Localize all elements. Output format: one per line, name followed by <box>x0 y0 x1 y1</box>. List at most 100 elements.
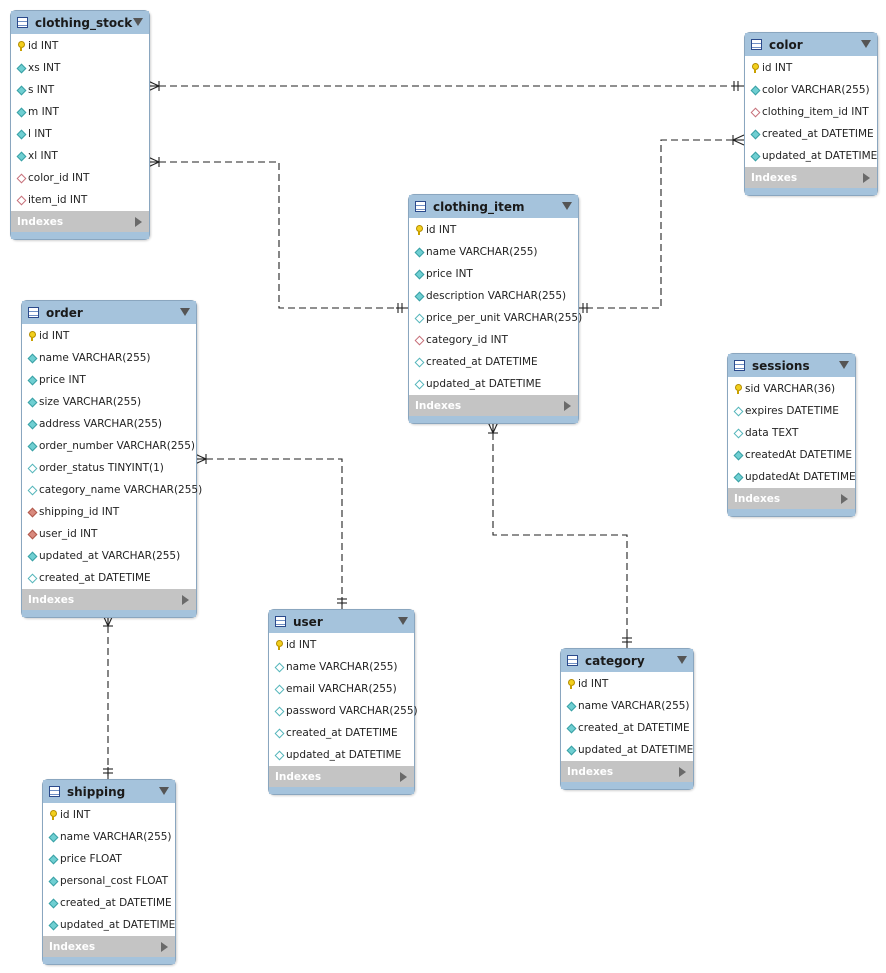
column-row[interactable]: id INT <box>269 634 414 656</box>
column-row[interactable]: created_at DATETIME <box>745 123 877 145</box>
column-row[interactable]: personal_cost FLOAT <box>43 870 175 892</box>
column-row[interactable]: s INT <box>11 79 149 101</box>
column-row[interactable]: created_at DATETIME <box>22 567 196 589</box>
table-header[interactable]: order <box>22 301 196 324</box>
column-row[interactable]: createdAt DATETIME <box>728 444 855 466</box>
column-row[interactable]: xl INT <box>11 145 149 167</box>
column-row[interactable]: id INT <box>745 57 877 79</box>
column-row[interactable]: created_at DATETIME <box>269 722 414 744</box>
column-row[interactable]: id INT <box>11 35 149 57</box>
expand-arrow-icon[interactable] <box>135 217 142 227</box>
relationship-clothing-stock-color[interactable] <box>147 80 744 92</box>
column-row[interactable]: id INT <box>22 325 196 347</box>
relationship-order-shipping[interactable] <box>102 614 114 779</box>
collapse-caret-icon[interactable] <box>839 361 849 369</box>
relationship-order-user[interactable] <box>194 453 347 609</box>
collapse-caret-icon[interactable] <box>677 656 687 664</box>
expand-arrow-icon[interactable] <box>182 595 189 605</box>
indexes-section[interactable]: Indexes <box>269 766 414 787</box>
column-row[interactable]: created_at DATETIME <box>561 717 693 739</box>
column-row[interactable]: category_id INT <box>409 329 578 351</box>
expand-arrow-icon[interactable] <box>863 173 870 183</box>
column-row[interactable]: sid VARCHAR(36) <box>728 378 855 400</box>
column-row[interactable]: price INT <box>22 369 196 391</box>
expand-arrow-icon[interactable] <box>841 494 848 504</box>
column-row[interactable]: name VARCHAR(255) <box>22 347 196 369</box>
indexes-section[interactable]: Indexes <box>11 211 149 232</box>
column-row[interactable]: price_per_unit VARCHAR(255) <box>409 307 582 329</box>
relationship-clothing-item-category[interactable] <box>487 421 632 648</box>
collapse-caret-icon[interactable] <box>159 787 169 795</box>
indexes-section[interactable]: Indexes <box>409 395 578 416</box>
column-row[interactable]: price INT <box>409 263 578 285</box>
indexes-section[interactable]: Indexes <box>728 488 855 509</box>
table-header[interactable]: user <box>269 610 414 633</box>
column-row[interactable]: name VARCHAR(255) <box>409 241 578 263</box>
column-row[interactable]: category_name VARCHAR(255) <box>22 479 202 501</box>
collapse-caret-icon[interactable] <box>562 202 572 210</box>
column-row[interactable]: color_id INT <box>11 167 149 189</box>
table-header[interactable]: sessions <box>728 354 855 377</box>
column-row[interactable]: id INT <box>43 804 175 826</box>
column-row[interactable]: description VARCHAR(255) <box>409 285 578 307</box>
relationship-color-clothing-item[interactable] <box>577 134 745 313</box>
expand-arrow-icon[interactable] <box>564 401 571 411</box>
relationship-clothing-stock-clothing-item[interactable] <box>147 156 408 313</box>
column-row[interactable]: name VARCHAR(255) <box>43 826 175 848</box>
indexes-section[interactable]: Indexes <box>561 761 693 782</box>
column-row[interactable]: clothing_item_id INT <box>745 101 877 123</box>
column-row[interactable]: updated_at DATETIME <box>43 914 175 936</box>
column-row[interactable]: id INT <box>561 673 693 695</box>
column-row[interactable]: updated_at DATETIME <box>745 145 877 167</box>
column-row[interactable]: password VARCHAR(255) <box>269 700 418 722</box>
column-row[interactable]: updated_at DATETIME <box>269 744 414 766</box>
indexes-section[interactable]: Indexes <box>43 936 175 957</box>
indexes-section[interactable]: Indexes <box>745 167 877 188</box>
column-row[interactable]: updated_at DATETIME <box>561 739 693 761</box>
expand-arrow-icon[interactable] <box>679 767 686 777</box>
column-row[interactable]: m INT <box>11 101 149 123</box>
table-header[interactable]: category <box>561 649 693 672</box>
column-row[interactable]: expires DATETIME <box>728 400 855 422</box>
column-row[interactable]: created_at DATETIME <box>43 892 175 914</box>
column-row[interactable]: item_id INT <box>11 189 149 211</box>
column-row[interactable]: order_number VARCHAR(255) <box>22 435 196 457</box>
column-row[interactable]: l INT <box>11 123 149 145</box>
collapse-caret-icon[interactable] <box>861 40 871 48</box>
column-row[interactable]: xs INT <box>11 57 149 79</box>
column-row[interactable]: price FLOAT <box>43 848 175 870</box>
column-row[interactable]: data TEXT <box>728 422 855 444</box>
column-row[interactable]: color VARCHAR(255) <box>745 79 877 101</box>
expand-arrow-icon[interactable] <box>400 772 407 782</box>
column-row[interactable]: shipping_id INT <box>22 501 196 523</box>
column-row[interactable]: name VARCHAR(255) <box>269 656 414 678</box>
collapse-caret-icon[interactable] <box>133 18 143 26</box>
expand-arrow-icon[interactable] <box>161 942 168 952</box>
column-row[interactable]: updatedAt DATETIME <box>728 466 856 488</box>
collapse-caret-icon[interactable] <box>180 308 190 316</box>
table-header[interactable]: color <box>745 33 877 56</box>
table-header[interactable]: shipping <box>43 780 175 803</box>
column-row[interactable]: id INT <box>409 219 578 241</box>
column-row[interactable]: email VARCHAR(255) <box>269 678 414 700</box>
column-row[interactable]: user_id INT <box>22 523 196 545</box>
collapse-caret-icon[interactable] <box>398 617 408 625</box>
column-row[interactable]: created_at DATETIME <box>409 351 578 373</box>
table-header[interactable]: clothing_stock <box>11 11 149 34</box>
column-row[interactable]: address VARCHAR(255) <box>22 413 196 435</box>
column-row[interactable]: updated_at DATETIME <box>409 373 578 395</box>
column-row[interactable]: order_status TINYINT(1) <box>22 457 196 479</box>
indexes-section[interactable]: Indexes <box>22 589 196 610</box>
column-row[interactable]: name VARCHAR(255) <box>561 695 693 717</box>
table-header[interactable]: clothing_item <box>409 195 578 218</box>
column-row[interactable]: updated_at VARCHAR(255) <box>22 545 196 567</box>
column-row[interactable]: size VARCHAR(255) <box>22 391 196 413</box>
